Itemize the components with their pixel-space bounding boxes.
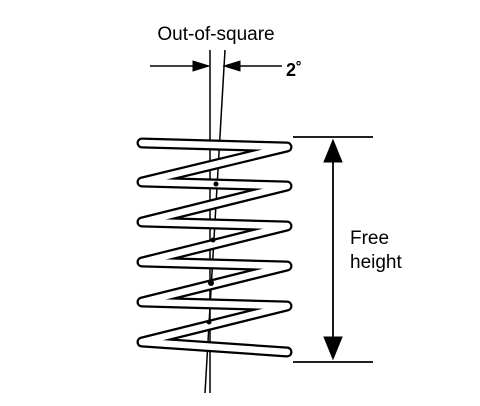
free-height-dimension <box>293 136 373 363</box>
angle-label: 2˚ <box>286 60 302 80</box>
axis-markers <box>206 181 219 325</box>
free-height-top-arrowhead <box>323 138 343 163</box>
spring-coil-fill <box>138 139 291 356</box>
out-of-square-label: Out-of-square <box>157 24 274 45</box>
free-height-label-line2: height <box>350 252 402 273</box>
compression-spring <box>136 137 293 358</box>
free-height-label-line1: Free <box>350 228 389 249</box>
right-arrowhead <box>222 60 241 72</box>
free-height-bottom-arrowhead <box>323 336 343 361</box>
left-arrowhead <box>192 60 211 72</box>
out-of-square-dimension <box>150 60 282 72</box>
